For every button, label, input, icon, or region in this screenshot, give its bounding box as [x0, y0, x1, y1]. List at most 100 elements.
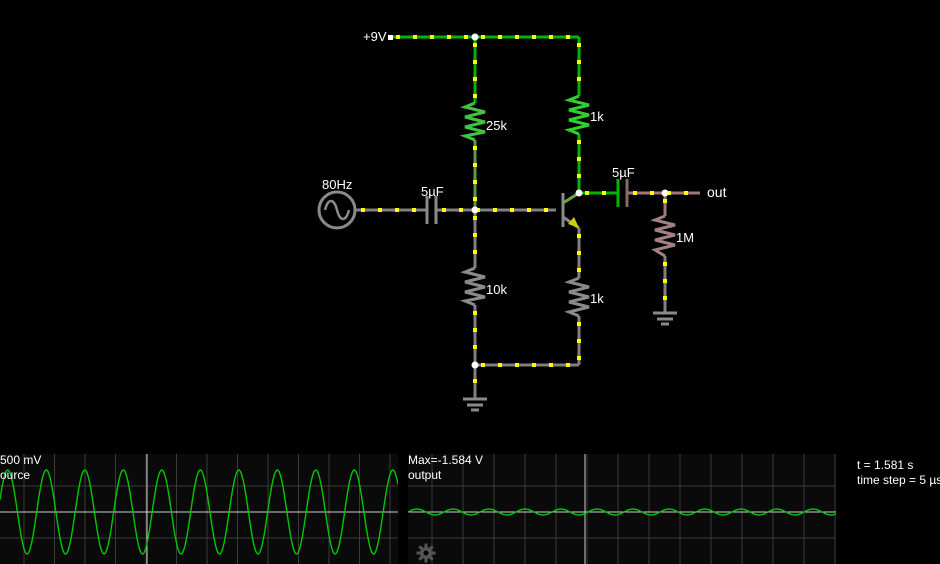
current-dot: [577, 140, 581, 144]
current-dot: [481, 363, 485, 367]
ground-right-icon: [653, 311, 677, 326]
r-emitter-label: 1k: [590, 291, 604, 306]
current-dots: [361, 35, 688, 383]
r-collector-label: 1k: [590, 109, 604, 124]
current-dot: [473, 180, 477, 184]
current-dot: [473, 163, 477, 167]
current-dot: [493, 208, 497, 212]
scope-output-name: output: [408, 468, 442, 482]
current-dot: [577, 43, 581, 47]
current-dot: [378, 208, 382, 212]
scope-source-labels: 500 mV ource: [0, 453, 41, 483]
current-dot: [464, 35, 468, 39]
output-cap-label: 5µF: [612, 165, 635, 180]
supply-terminal[interactable]: [388, 35, 393, 40]
current-dot: [515, 35, 519, 39]
current-dot: [473, 233, 477, 237]
circuit-canvas[interactable]: +9V 80Hz 5µF 5µF 25k 10k 1k 1k 1M out: [0, 0, 940, 454]
current-dot: [663, 296, 667, 300]
current-dot: [663, 279, 667, 283]
current-dot: [663, 262, 667, 266]
simulation-time-step: time step = 5 µs: [857, 473, 940, 487]
current-dot: [510, 208, 514, 212]
resistor-load-1m[interactable]: [650, 214, 676, 258]
r-bias-top-label: 25k: [486, 118, 507, 133]
current-dot: [473, 328, 477, 332]
current-dot: [473, 60, 477, 64]
ground-left-icon: [463, 397, 487, 412]
current-dot: [577, 234, 581, 238]
simulation-status: t = 1.581 s time step = 5 µs: [857, 458, 940, 488]
current-dot: [430, 35, 434, 39]
current-dot: [602, 191, 606, 195]
current-dot: [515, 363, 519, 367]
supply-label: +9V: [363, 29, 387, 44]
current-dot: [577, 339, 581, 343]
source-frequency-label: 80Hz: [322, 177, 352, 192]
current-dot: [473, 94, 477, 98]
current-dot: [577, 60, 581, 64]
r-bias-bottom-label: 10k: [486, 282, 507, 297]
current-dot: [459, 208, 463, 212]
r-load-label: 1M: [676, 230, 694, 245]
resistor-emitter-1k[interactable]: [564, 276, 590, 318]
current-dot: [442, 208, 446, 212]
current-dot: [473, 197, 477, 201]
current-dot: [577, 251, 581, 255]
output-label: out: [707, 184, 727, 200]
current-dot: [395, 208, 399, 212]
wires[interactable]: [355, 35, 700, 398]
resistor-collector-1k[interactable]: [564, 94, 590, 136]
resistor-10k[interactable]: [459, 266, 486, 307]
current-dot: [473, 345, 477, 349]
current-dot: [481, 35, 485, 39]
current-dot: [498, 363, 502, 367]
current-dot: [577, 77, 581, 81]
current-dot: [532, 363, 536, 367]
scope-source-name: ource: [0, 468, 31, 482]
current-dot: [473, 216, 477, 220]
ac-source-icon[interactable]: [317, 190, 357, 230]
scope-output-labels: Max=-1.584 V output: [408, 453, 483, 483]
current-dot: [473, 311, 477, 315]
current-dot: [473, 43, 477, 47]
current-dot: [577, 322, 581, 326]
current-dot: [473, 379, 477, 383]
current-dot: [663, 199, 667, 203]
current-dot: [633, 191, 637, 195]
capacitor-output[interactable]: [616, 179, 629, 207]
junction-nodes: [471, 33, 669, 369]
current-dot: [413, 35, 417, 39]
current-dot: [498, 35, 502, 39]
current-dot: [447, 35, 451, 39]
current-dot: [667, 191, 671, 195]
current-dot: [650, 191, 654, 195]
current-dot: [566, 363, 570, 367]
current-dot: [544, 208, 548, 212]
scope-source[interactable]: [0, 454, 398, 564]
gear-icon[interactable]: [416, 543, 436, 563]
current-dot: [473, 77, 477, 81]
current-dot: [412, 208, 416, 212]
simulation-time: t = 1.581 s: [857, 458, 914, 472]
current-dot: [577, 174, 581, 178]
current-dot: [577, 268, 581, 272]
npn-transistor[interactable]: [561, 191, 580, 230]
current-dot: [684, 191, 688, 195]
current-dot: [527, 208, 531, 212]
current-dot: [473, 146, 477, 150]
scope-output-grid: [408, 454, 836, 564]
current-dot: [361, 208, 365, 212]
scope-output[interactable]: [408, 454, 836, 564]
current-dot: [549, 35, 553, 39]
current-dot: [566, 35, 570, 39]
scope-source-trace: [0, 469, 398, 555]
current-dot: [396, 35, 400, 39]
scope-output-scale: Max=-1.584 V: [408, 453, 484, 467]
capacitor-input[interactable]: [425, 196, 438, 224]
scope-source-scale: 500 mV: [0, 453, 42, 467]
input-cap-label: 5µF: [421, 184, 444, 199]
resistor-25k[interactable]: [459, 101, 486, 142]
current-dot: [549, 363, 553, 367]
current-dot: [577, 157, 581, 161]
